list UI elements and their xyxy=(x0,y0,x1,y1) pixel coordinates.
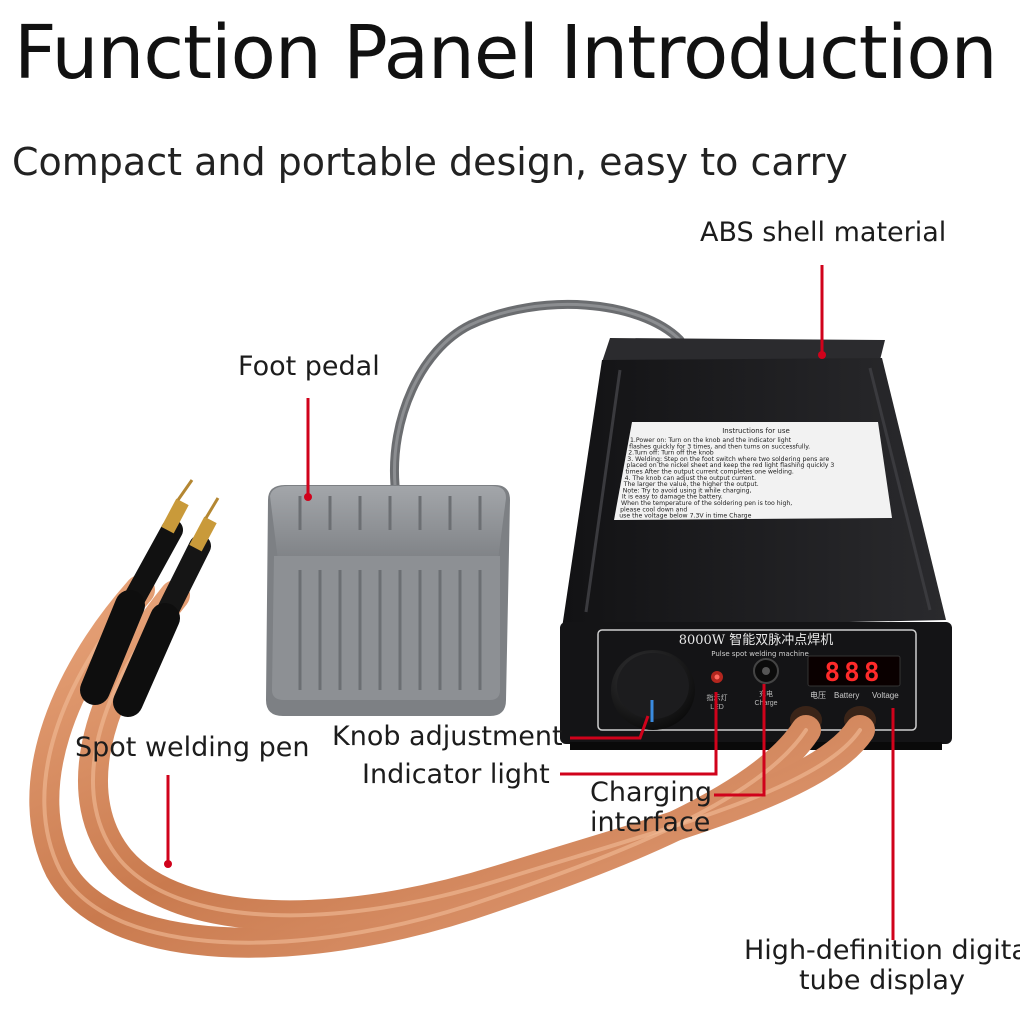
callout-digital-display: High-definition digital tube display xyxy=(744,936,1020,995)
callout-charging-interface: Charging interface xyxy=(590,777,713,838)
callout-foot-pedal: Foot pedal xyxy=(238,351,380,382)
instructions-line: When the temperature of the soldering pe… xyxy=(621,500,792,507)
welder-device xyxy=(560,338,952,750)
callout-line-led xyxy=(560,692,718,776)
instructions-line: use the voltage below 7.3V in time Charg… xyxy=(619,513,751,520)
instructions-sticker xyxy=(614,422,892,520)
foot-pedal-shape xyxy=(266,485,510,716)
instructions-line: 3. Welding: Step on the foot switch wher… xyxy=(627,456,829,463)
callout-spot-welding-pen: Spot welding pen xyxy=(75,732,310,763)
callout-charging-line2: interface xyxy=(590,806,711,838)
callout-indicator-light: Indicator light xyxy=(362,759,550,790)
charge-label-cn: 充电 xyxy=(759,689,773,698)
page-subtitle: Compact and portable design, easy to car… xyxy=(12,140,848,184)
instructions-line: placed on the nickel sheet and keep the … xyxy=(626,462,834,469)
instructions-line: 2.Turn off: Turn off the knob xyxy=(628,450,714,457)
callout-charging-line1: Charging xyxy=(590,777,713,808)
knob xyxy=(611,650,695,730)
display-digits: 888 xyxy=(825,658,884,688)
digital-display xyxy=(807,655,901,687)
instructions-line: 1.Power on: Turn on the knob and the ind… xyxy=(630,437,792,444)
instructions-line: It is easy to damage the battery. xyxy=(622,494,723,501)
instructions-line: The larger the value, the higher the out… xyxy=(623,481,759,488)
instructions-line: flashes quickly for 3 times, and then tu… xyxy=(629,443,810,450)
instructions-line: 4. The knob can adjust the output curren… xyxy=(625,475,756,482)
callout-line-knob xyxy=(570,715,650,740)
copper-cables xyxy=(29,575,875,958)
instructions-text: Instructions for use 1.Power on: Turn on … xyxy=(619,427,834,520)
instructions-line: times After the output current completes… xyxy=(626,469,794,476)
callout-line-charge xyxy=(714,684,766,797)
callout-display-line1: High-definition digital xyxy=(744,935,1020,966)
callout-knob-adjustment: Knob adjustment xyxy=(332,721,563,752)
voltage-label: Voltage xyxy=(872,691,899,700)
voltage-label-cn: 电压 xyxy=(810,690,826,700)
battery-label: Battery xyxy=(834,691,859,700)
instructions-line: Note: Try to avoid using it while chargi… xyxy=(623,487,752,494)
callout-display-line2: tube display xyxy=(799,964,965,996)
instructions-title: Instructions for use xyxy=(722,427,790,435)
charge-label-en: Charge xyxy=(755,700,778,707)
callout-abs-shell: ABS shell material xyxy=(700,217,947,248)
model-sublabel: Pulse spot welding machine xyxy=(711,650,809,658)
model-label: 8000W 智能双脉冲点焊机 xyxy=(679,632,834,648)
welding-pens xyxy=(80,479,220,717)
instructions-line: please cool down and xyxy=(620,506,687,513)
page-title: Function Panel Introduction xyxy=(14,10,998,96)
callout-lines xyxy=(164,265,895,940)
